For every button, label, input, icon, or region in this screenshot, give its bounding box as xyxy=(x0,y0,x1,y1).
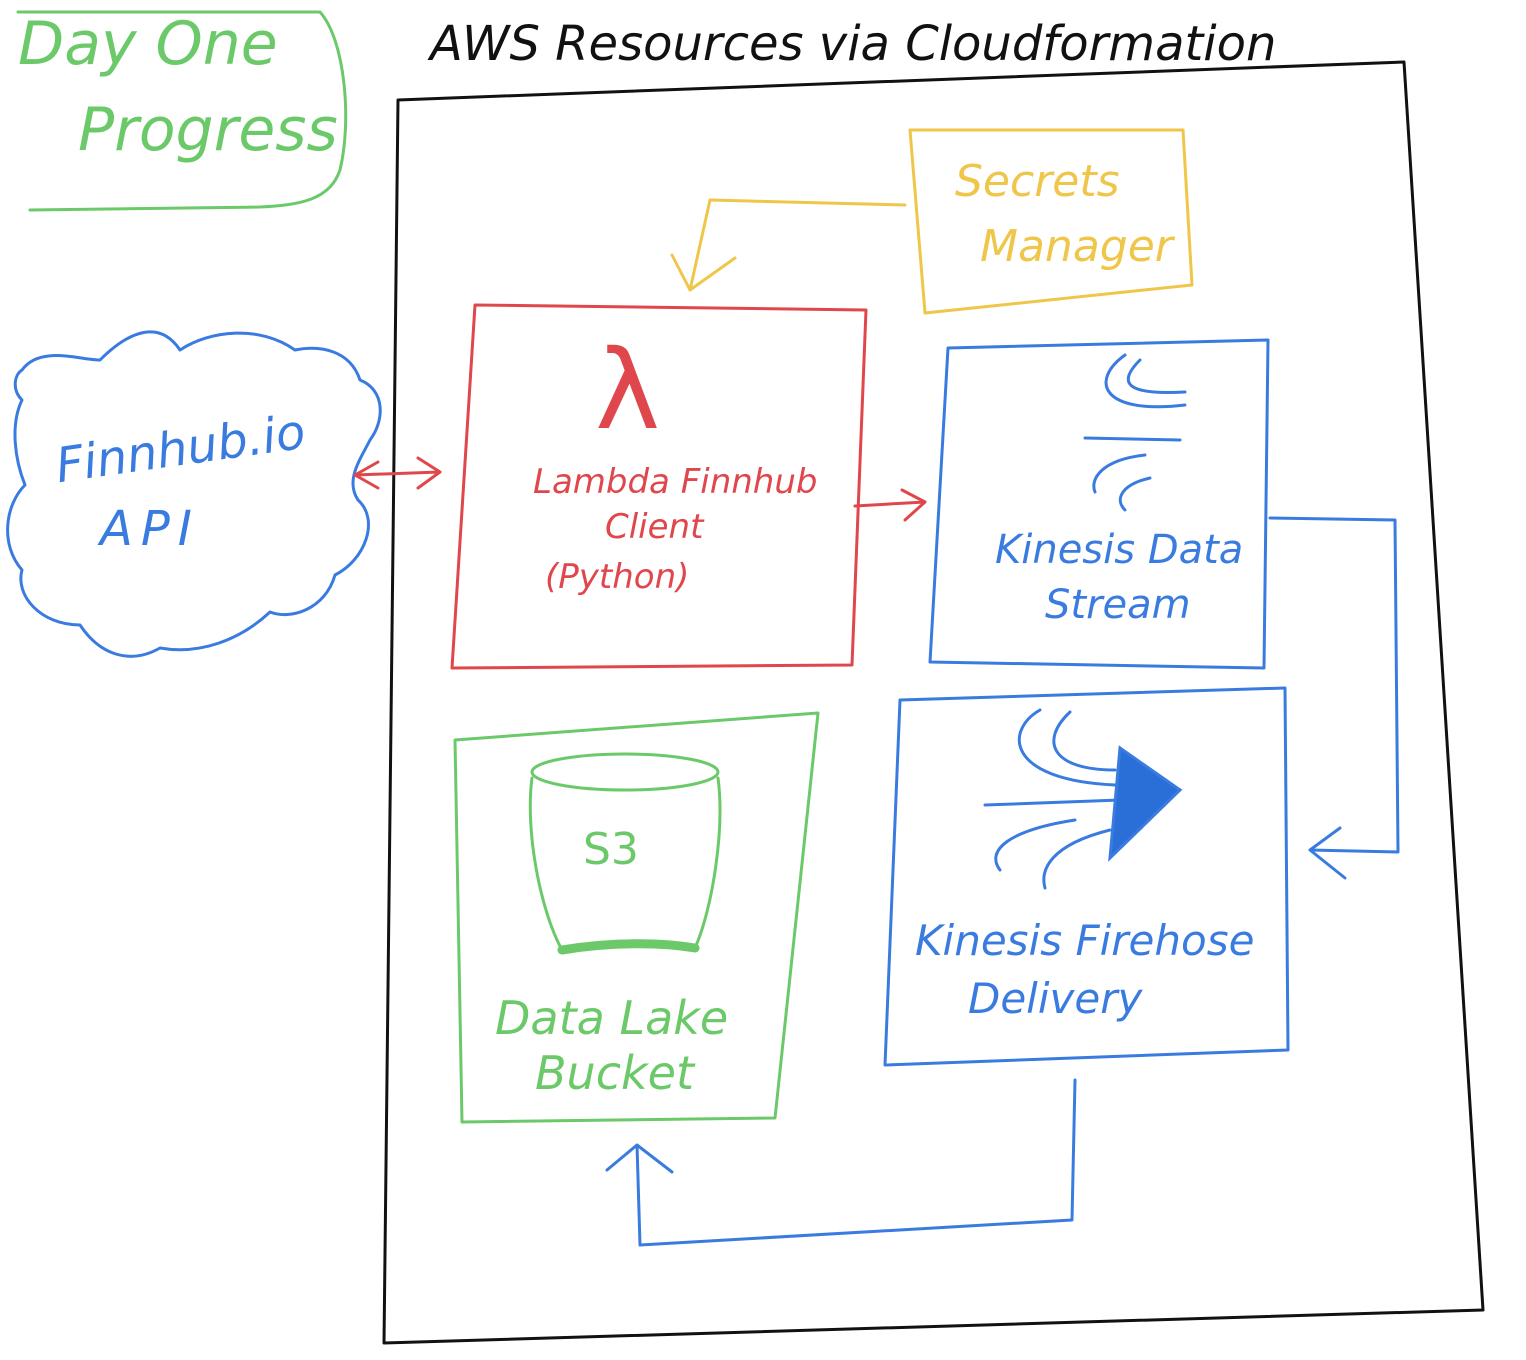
finnhub-lambda-arrow xyxy=(353,456,442,490)
lambda-label-line2: Client xyxy=(605,507,704,547)
secrets-label-line1: Secrets xyxy=(955,156,1120,207)
aws-frame xyxy=(382,60,1485,1345)
s3-bucket-icon xyxy=(528,752,722,955)
kinesis-stream-box xyxy=(928,338,1270,670)
s3-label-line2: Bucket xyxy=(535,1046,694,1100)
firehose-icon xyxy=(983,708,1183,890)
stream-to-firehose-arrow xyxy=(1268,516,1400,880)
s3-label-line1: Data Lake xyxy=(495,991,729,1045)
secrets-to-lambda-arrow xyxy=(670,198,907,292)
firehose-to-s3-arrow xyxy=(605,1078,1077,1247)
finnhub-cloud xyxy=(6,330,382,658)
kinesis-stream-label-line2: Stream xyxy=(1045,582,1191,628)
secrets-manager-box xyxy=(908,128,1194,315)
lambda-label-line3: (Python) xyxy=(545,557,690,597)
s3-symbol: S3 xyxy=(583,824,639,875)
kinesis-firehose-box xyxy=(883,686,1290,1067)
lambda-box xyxy=(450,303,868,670)
day-one-bubble xyxy=(16,10,348,212)
lambda-label-line1: Lambda Finnhub xyxy=(533,462,818,502)
diagram-title: AWS Resources via Cloudformation xyxy=(430,16,1277,72)
lambda-symbol: λ xyxy=(595,326,661,454)
day-one-title-line2: Progress xyxy=(78,95,338,165)
firehose-label-line2: Delivery xyxy=(968,974,1143,1023)
s3-box xyxy=(453,711,820,1124)
kinesis-stream-icon xyxy=(1083,353,1187,512)
day-one-title-line1: Day One xyxy=(18,9,278,79)
lambda-to-stream-arrow xyxy=(853,488,927,522)
firehose-label-line1: Kinesis Firehose xyxy=(915,916,1255,965)
kinesis-stream-label-line1: Kinesis Data xyxy=(995,527,1244,573)
finnhub-label-line2: API xyxy=(100,501,200,557)
secrets-label-line2: Manager xyxy=(980,221,1173,272)
